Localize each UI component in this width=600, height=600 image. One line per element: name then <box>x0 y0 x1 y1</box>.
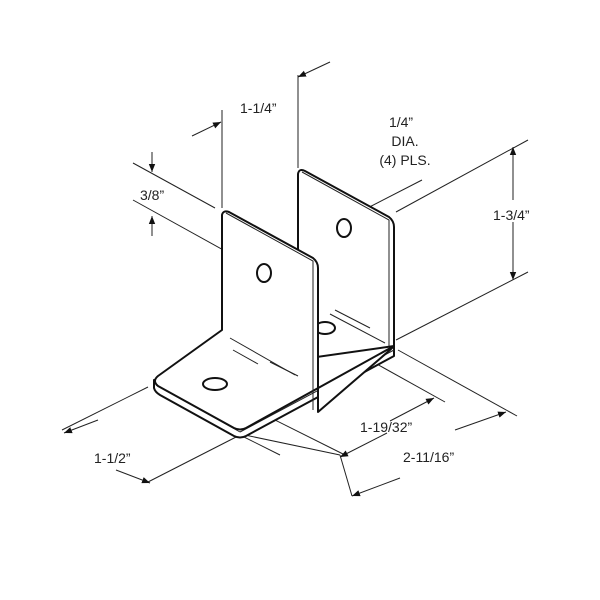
hole-icon <box>256 263 272 283</box>
dim-label-hole-edge: 3/8” <box>140 187 164 203</box>
hole-label-dia: DIA. <box>391 133 418 149</box>
hole-icon <box>336 218 352 238</box>
dim-label-overall-depth: 2-11/16” <box>403 449 454 465</box>
dim-label-top-offset: 1-1/4” <box>240 100 277 116</box>
dimension-lines <box>63 61 517 497</box>
dim-label-height: 1-3/4” <box>493 207 530 223</box>
dim-label-inner-depth: 1-19/32” <box>360 419 412 435</box>
dim-label-width: 1-1/2” <box>94 450 131 466</box>
hole-label-size: 1/4” <box>389 114 413 130</box>
hole-label-count: (4) PLS. <box>379 152 430 168</box>
front-ear-and-base <box>153 210 395 439</box>
hole-icon <box>202 377 228 391</box>
